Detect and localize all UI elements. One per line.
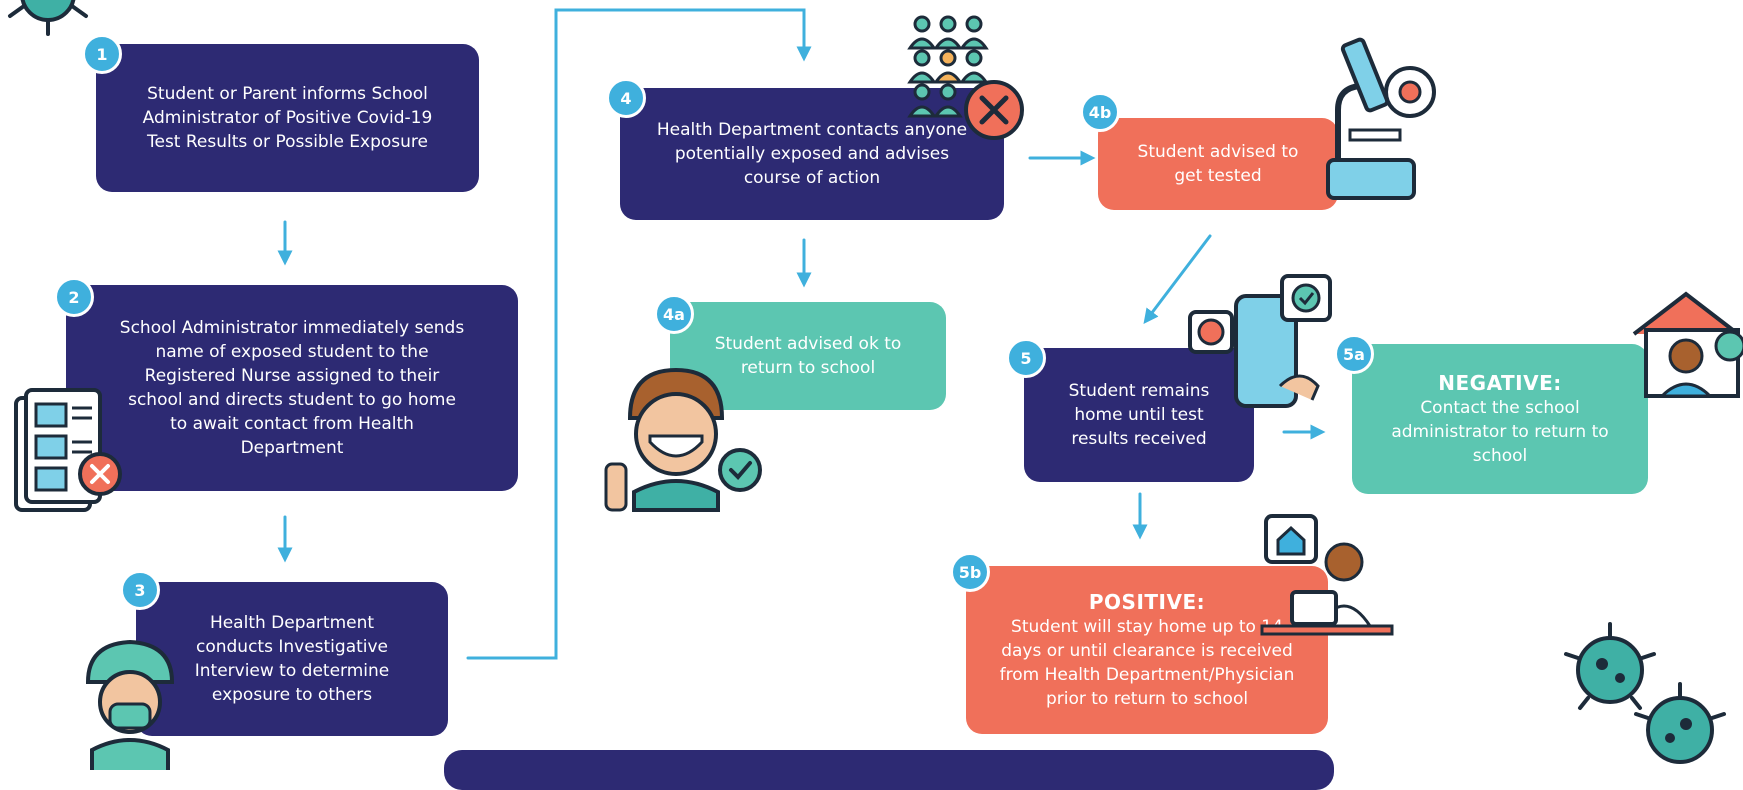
step-5a-badge: 5a <box>1334 334 1374 374</box>
step-4-text: Health Department contacts anyone potent… <box>656 120 968 188</box>
step-4a-badge: 4a <box>654 294 694 334</box>
step-5a-box: NEGATIVE: Contact the school administrat… <box>1352 344 1648 494</box>
step-2-box: School Administrator immediately sends n… <box>66 285 518 491</box>
step-5-text: Student remains home until test results … <box>1068 381 1210 449</box>
step-5a-heading: NEGATIVE: <box>1438 371 1562 395</box>
step-3-text: Health Department conducts Investigative… <box>194 613 390 705</box>
step-4b-box: Student advised to get tested <box>1098 118 1338 210</box>
step-4a-text: Student advised ok to return to school <box>714 334 902 378</box>
step-4a-box: Student advised ok to return to school <box>670 302 946 410</box>
step-5a-text: Contact the school administrator to retu… <box>1391 398 1609 466</box>
step-5b-box: POSITIVE: Student will stay home up to 1… <box>966 566 1328 734</box>
step-1-badge: 1 <box>82 34 122 74</box>
step-4b-badge: 4b <box>1080 92 1120 132</box>
step-1-text: Student or Parent informs School Adminis… <box>142 84 433 152</box>
arrow-4b-to-5 <box>1143 234 1212 324</box>
step-5b-badge: 5b <box>950 552 990 592</box>
step-5b-text: Student will stay home up to 14 days or … <box>999 617 1295 709</box>
connector-3-to-4 <box>466 8 812 660</box>
step-3-box: Health Department conducts Investigative… <box>136 582 448 736</box>
step-5-badge: 5 <box>1006 338 1046 378</box>
step-2-text: School Administrator immediately sends n… <box>119 318 465 458</box>
step-4-badge: 4 <box>606 78 646 118</box>
step-5-box: Student remains home until test results … <box>1024 348 1254 482</box>
step-4b-text: Student advised to get tested <box>1137 142 1299 186</box>
step-1-box: Student or Parent informs School Adminis… <box>96 44 479 192</box>
bottom-banner <box>444 750 1334 790</box>
connector-layer <box>277 8 1326 660</box>
step-3-badge: 3 <box>120 570 160 610</box>
step-5b-heading: POSITIVE: <box>1088 590 1206 614</box>
step-2-badge: 2 <box>54 277 94 317</box>
step-4-box: Health Department contacts anyone potent… <box>620 88 1004 220</box>
